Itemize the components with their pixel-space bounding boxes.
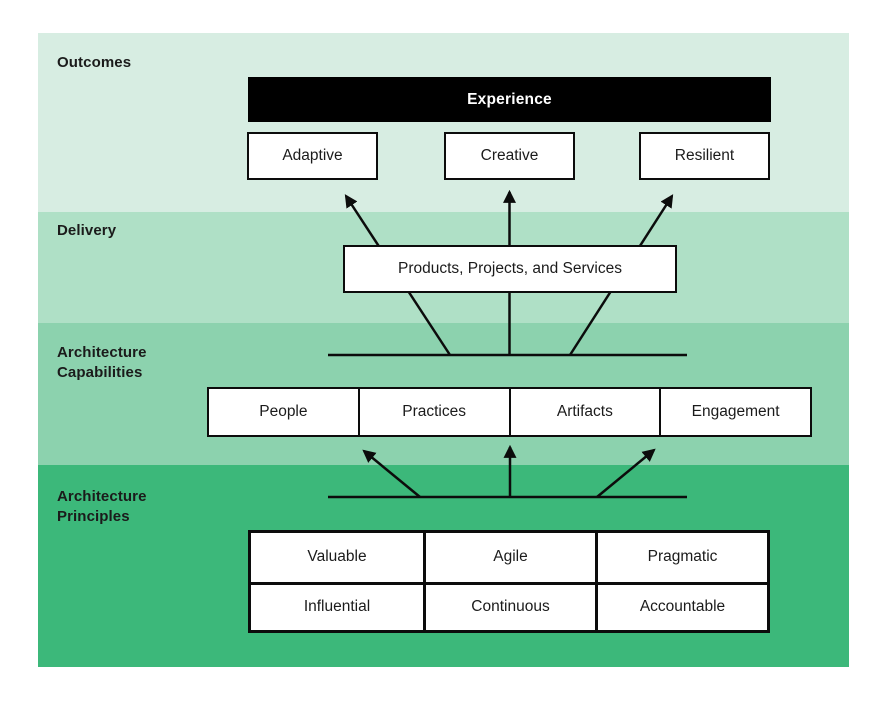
principles-grid: Valuable Agile Pragmatic Influential Con… — [248, 530, 770, 633]
principle-cell-agile: Agile — [423, 533, 595, 582]
capabilities-row: People Practices Artifacts Engagement — [207, 387, 812, 437]
outcome-box-creative: Creative — [444, 132, 575, 180]
experience-bar: Experience — [248, 77, 771, 122]
principle-cell-valuable: Valuable — [307, 548, 367, 566]
capability-cell-engagement: Engagement — [659, 389, 810, 435]
principle-cell-influential: Influential — [251, 581, 423, 631]
delivery-box-products-projects-services: Products, Projects, and Services — [343, 245, 677, 293]
outcome-box-resilient: Resilient — [639, 132, 770, 180]
outcome-box-adaptive: Adaptive — [247, 132, 378, 180]
band-outcomes: Outcomes — [38, 33, 849, 212]
band-label-outcomes: Outcomes — [57, 54, 132, 71]
band-label-architecture-capabilities: Architecture Capabilities — [57, 344, 147, 381]
principle-cell-pragmatic: Pragmatic — [595, 533, 767, 582]
principle-cell-accountable: Accountable — [595, 581, 767, 630]
band-label-architecture-principles: Architecture Principles — [57, 488, 147, 525]
band-label-delivery: Delivery — [57, 222, 117, 239]
arrow-to-people — [362, 449, 421, 498]
principle-cell-continuous: Continuous — [423, 581, 595, 630]
capability-cell-artifacts: Artifacts — [508, 389, 660, 435]
capability-cell-practices: Practices — [357, 389, 509, 435]
capability-cell-people: People — [259, 403, 308, 420]
arrow-to-artifacts — [596, 448, 656, 498]
